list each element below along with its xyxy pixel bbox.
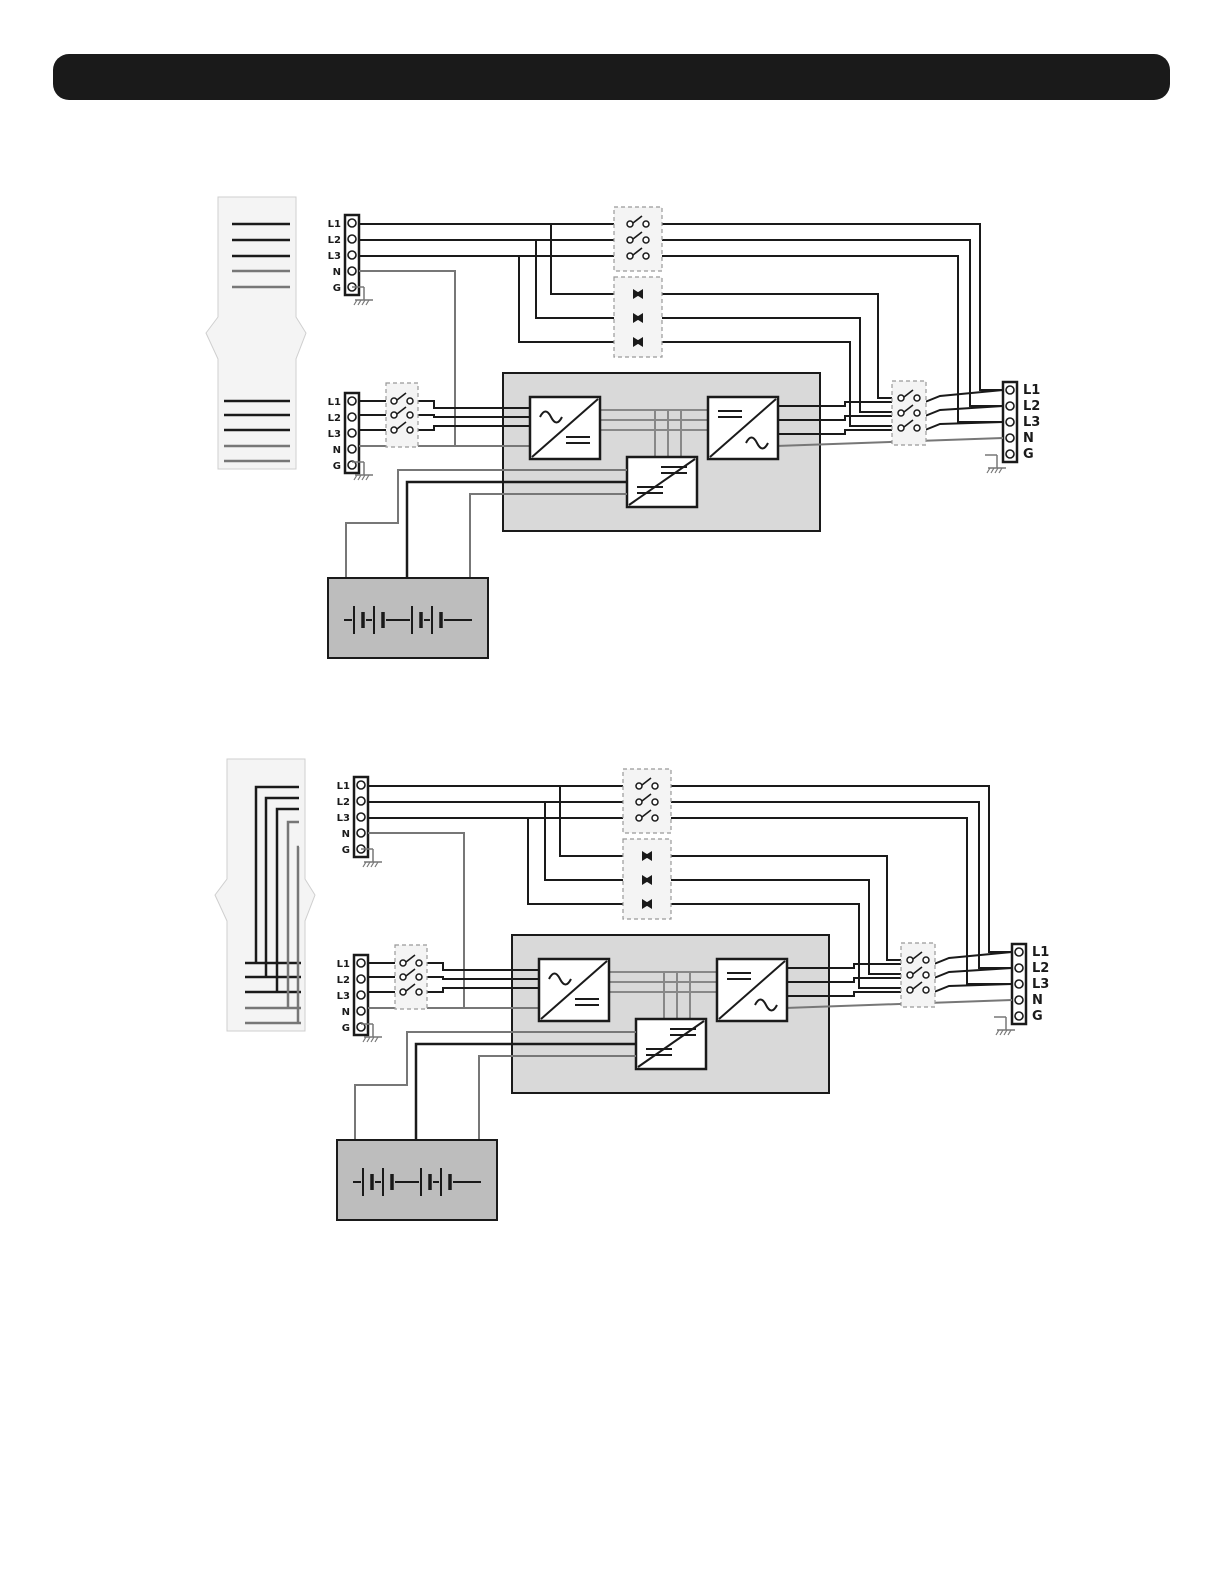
rectifier [530,397,600,459]
terminal-label: N [333,445,341,456]
terminal-screw-icon [1015,964,1023,972]
terminal-screw-icon [348,219,356,227]
output-breaker [892,381,926,445]
output-wire [934,952,1012,964]
terminal-label: G [333,283,341,294]
maintenance-bypass-switch [614,207,662,271]
charger [627,457,697,507]
switch-enclosure [901,943,935,1007]
terminal-screw-icon [1006,386,1014,394]
terminal-label: L1 [337,959,350,970]
static-switch [623,839,671,919]
output-wire [934,968,1012,978]
terminal-screw-icon [1015,1012,1023,1020]
terminal-screw-icon [357,829,365,837]
terminal-label: N [342,829,350,840]
terminal-screw-icon [348,397,356,405]
terminal-label: N [333,267,341,278]
terminal-screw-icon [1006,450,1014,458]
terminal-label: L3 [328,429,341,440]
terminal-label: L1 [1032,945,1049,960]
maintenance-bypass-switch [623,769,671,833]
bypass-output-wire [648,224,1003,390]
terminal-screw-icon [1006,418,1014,426]
terminal-label: G [1032,1009,1043,1024]
switch-enclosure [623,769,671,833]
terminal-screw-icon [348,445,356,453]
terminal-label: G [333,461,341,472]
input-breaker [395,945,427,1009]
bypass-output-wire [657,786,1012,952]
output-wire [925,390,1003,402]
terminal-label: L2 [328,235,341,246]
terminal-label: L3 [337,991,350,1002]
battery-cabinet [328,578,488,658]
output-breaker [901,943,935,1007]
terminal-screw-icon [1006,434,1014,442]
terminal-label: L1 [1023,383,1040,398]
terminal-screw-icon [1015,948,1023,956]
terminal-screw-icon [357,813,365,821]
terminal-label: N [342,1007,350,1018]
battery-cabinet [337,1140,497,1220]
rectifier [539,959,609,1021]
terminal-label: L1 [328,219,341,230]
terminal-label: G [342,1023,350,1034]
terminal-screw-icon [357,797,365,805]
terminal-screw-icon [357,991,365,999]
terminal-label: L2 [337,975,350,986]
terminal-label: L2 [1032,961,1049,976]
terminal-label: L2 [328,413,341,424]
terminal-screw-icon [348,267,356,275]
wiring-diagram-1: L1L2L3NGL1L2L3NGL1L2L3NG [206,197,1040,658]
terminal-label: L2 [1023,399,1040,414]
terminal-screw-icon [348,413,356,421]
terminal-label: N [1032,993,1043,1008]
terminal-screw-icon [1015,980,1023,988]
terminal-label: L2 [337,797,350,808]
terminal-screw-icon [1015,996,1023,1004]
terminal-label: L1 [328,397,341,408]
terminal-label: L1 [337,781,350,792]
terminal-label: G [1023,447,1034,462]
terminal-label: G [342,845,350,856]
terminal-screw-icon [357,959,365,967]
terminal-screw-icon [357,1007,365,1015]
charger [636,1019,706,1069]
output-wire [934,984,1012,992]
feed-side-panel [206,197,306,469]
terminal-screw-icon [348,235,356,243]
switch-enclosure [892,381,926,445]
terminal-block: L1L2L3NG [337,955,368,1035]
terminal-label: L3 [328,251,341,262]
feed-wire [298,847,299,1023]
terminal-label: L3 [337,813,350,824]
terminal-screw-icon [348,251,356,259]
terminal-label: N [1023,431,1034,446]
inverter [717,959,787,1021]
switch-enclosure [614,207,662,271]
inverter [708,397,778,459]
terminal-label: L3 [1023,415,1040,430]
input-breaker [386,383,418,447]
terminal-screw-icon [1006,402,1014,410]
static-switch [614,277,662,357]
output-wire [925,422,1003,430]
terminal-label: L3 [1032,977,1049,992]
terminal-screw-icon [357,975,365,983]
output-wire [925,406,1003,416]
terminal-screw-icon [357,781,365,789]
terminal-screw-icon [348,429,356,437]
wiring-diagram-2: L1L2L3NGL1L2L3NGL1L2L3NG [215,759,1049,1220]
